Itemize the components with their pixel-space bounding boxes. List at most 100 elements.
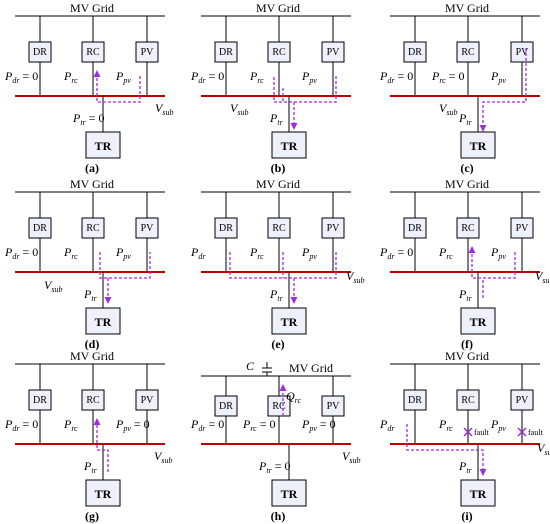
mv-grid-label: MV Grid [445, 349, 489, 363]
dr-box-label: DR [219, 223, 233, 234]
v-sub-label: Vsub [535, 269, 550, 285]
rc-box-label: RC [86, 47, 100, 58]
fault-mark [517, 427, 527, 437]
tr-box [460, 479, 496, 507]
p-dr-label: Pdr [379, 417, 395, 433]
v-sub-label: Vsub [155, 101, 173, 117]
v-sub-label: Vsub [342, 449, 360, 465]
pv-box-label: PV [327, 223, 341, 234]
power-flow-arrow [279, 384, 287, 391]
dr-box-label: DR [219, 401, 233, 412]
power-flow-path [96, 424, 109, 472]
p-rc-label: Prc [249, 245, 264, 261]
tr-box-label: TR [470, 139, 487, 153]
p-dr-label: Pdr = 0 [190, 69, 224, 85]
rc-box-label: RC [272, 47, 286, 58]
panel-caption: (g) [85, 509, 99, 523]
v-sub-label: Vsub [154, 449, 172, 465]
p-dr-label: Pdr = 0 [379, 245, 413, 261]
rc-box-label: RC [272, 223, 286, 234]
p-dr-label: Pdr = 0 [4, 417, 38, 433]
panel-caption: (a) [85, 161, 99, 175]
panel-caption: (b) [271, 161, 286, 175]
p-tr-label: Ptr [458, 287, 473, 303]
p-tr-label: Ptr = 0 [72, 111, 104, 127]
p-tr-label: Ptr [269, 111, 284, 127]
tr-box [460, 307, 496, 335]
p-tr-label: Ptr [269, 287, 284, 303]
p-rc-label: Prc = 0 [242, 417, 276, 433]
tr-box-label: TR [470, 487, 487, 501]
tr-box-label: TR [281, 315, 298, 329]
dr-box-label: DR [408, 223, 422, 234]
tr-box-label: TR [470, 315, 487, 329]
rc-box-label: RC [86, 223, 100, 234]
power-flow-arrow [468, 246, 476, 253]
mv-grid-label: MV Grid [70, 349, 114, 363]
power-flow-arrow [290, 297, 298, 304]
mv-grid-label: MV Grid [70, 177, 114, 191]
power-flow-path [471, 252, 516, 279]
tr-box [85, 479, 121, 507]
mv-grid-label: MV Grid [445, 177, 489, 191]
panel-caption: (i) [461, 509, 472, 523]
pv-box-label: PV [141, 223, 155, 234]
power-flow-arrow [479, 125, 487, 132]
p-dr-label: Pdr = 0 [379, 69, 413, 85]
p-pv-label: Ppv [301, 245, 317, 261]
p-rc-label: Prc [63, 69, 78, 85]
dr-box-label: DR [33, 223, 47, 234]
p-pv-label: Ppv [115, 245, 131, 261]
tr-box [85, 131, 121, 159]
rc-box-label: RC [461, 223, 475, 234]
tr-box-label: TR [95, 139, 112, 153]
power-flow-arrow [290, 123, 298, 130]
v-sub-label: Vsub [537, 441, 550, 457]
fault-mark [463, 427, 473, 437]
p-pv-label: Ppv = 0 [301, 417, 336, 433]
dr-box-label: DR [33, 47, 47, 58]
rc-box-label: RC [272, 401, 286, 412]
v-sub-label: Vsub [346, 269, 364, 285]
p-tr-label: Ptr = 0 [258, 459, 290, 475]
pv-box-label: PV [516, 395, 530, 406]
tr-box [85, 307, 121, 335]
pv-box-label: PV [141, 47, 155, 58]
p-tr-label: Ptr [458, 459, 473, 475]
dr-box-label: DR [219, 47, 233, 58]
pv-box-label: PV [327, 401, 341, 412]
rc-box-label: RC [461, 395, 475, 406]
v-sub-label: Vsub [44, 278, 62, 294]
mv-grid-label: MV Grid [256, 1, 300, 15]
panel-caption: (f) [461, 337, 473, 351]
p-tr-label: Ptr [83, 287, 98, 303]
p-rc-label: Prc [438, 245, 453, 261]
tr-box [460, 131, 496, 159]
rc-box-label: RC [86, 395, 100, 406]
mv-grid-label: MV Grid [289, 361, 333, 375]
power-flow-arrow [104, 297, 112, 304]
power-flow-arrow [93, 418, 101, 425]
p-pv-label: Ppv [490, 69, 506, 85]
panel-caption: (c) [460, 161, 473, 175]
q-rc-label: Qrc [286, 389, 301, 405]
p-tr-label: Ptr [458, 111, 473, 127]
panel-caption: (d) [85, 337, 100, 351]
p-pv-label: Ppv = 0 [115, 417, 150, 433]
pv-box-label: PV [516, 223, 530, 234]
fault-label: fault [474, 428, 489, 437]
rc-box-label: RC [461, 47, 475, 58]
panel-caption: (h) [271, 509, 286, 523]
power-flow-path [482, 48, 527, 128]
mv-grid-label: MV Grid [445, 1, 489, 15]
p-rc-label: Prc [438, 417, 453, 433]
tr-box-label: TR [281, 487, 298, 501]
fault-label: fault [528, 428, 543, 437]
v-sub-label: Vsub [230, 101, 248, 117]
